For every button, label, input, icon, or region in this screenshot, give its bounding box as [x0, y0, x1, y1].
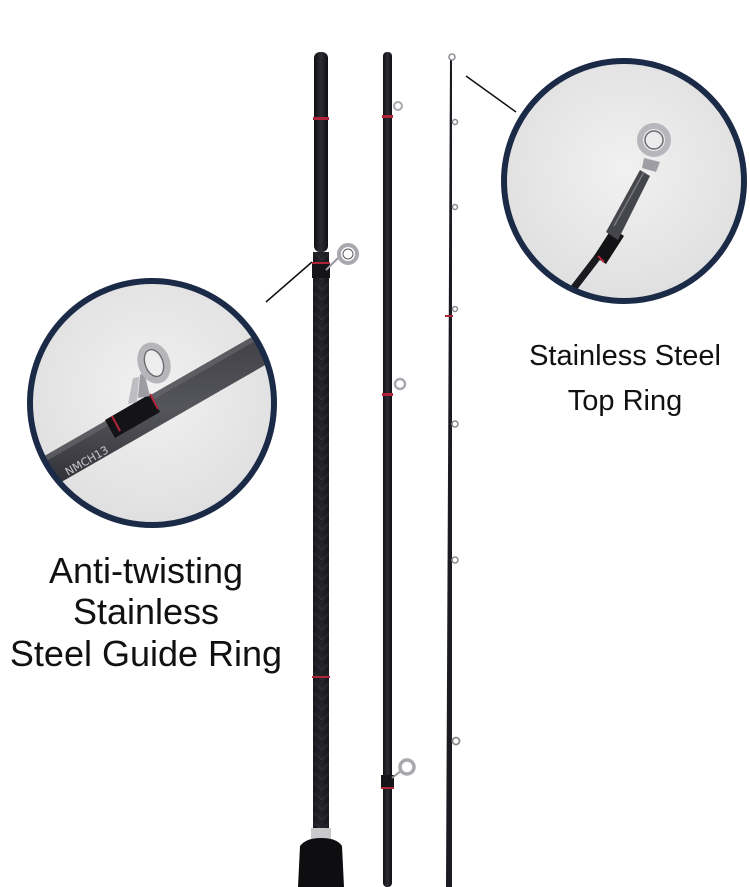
rod-mid-section — [381, 52, 394, 887]
guide-ring-caption-line-1: Anti-twisting — [48, 550, 244, 591]
tip-top-ring-icon — [448, 53, 456, 61]
top-ring-caption-line-1: Stainless Steel — [529, 340, 721, 372]
tip-guide-rings — [451, 118, 461, 746]
rod-butt-section — [298, 52, 344, 887]
top-ring-caption-line-2: Top Ring — [567, 384, 683, 417]
rod-tip-section — [445, 60, 453, 887]
guide-ring-closeup-icon: NMCH13 — [30, 315, 274, 500]
left-callout-circle: NMCH13 — [27, 278, 277, 528]
mid-guide-ring-icon-1 — [393, 101, 403, 111]
guide-ring-caption: Anti-twisting Stainless Steel Guide Ring — [0, 550, 292, 674]
top-ring-closeup-icon — [560, 123, 671, 301]
left-callout-pointer — [265, 261, 313, 303]
right-callout-pointer — [465, 75, 517, 113]
guide-ring-caption-line-3: Steel Guide Ring — [9, 632, 283, 674]
top-ring-caption: Stainless Steel Top Ring — [500, 334, 750, 424]
mid-guide-ring-icon-3 — [391, 758, 416, 779]
guide-ring-caption-line-2: Stainless — [72, 591, 220, 633]
mid-guide-ring-icon-2 — [393, 377, 407, 391]
butt-guide-ring-icon — [325, 243, 359, 271]
right-callout-circle — [501, 58, 747, 304]
